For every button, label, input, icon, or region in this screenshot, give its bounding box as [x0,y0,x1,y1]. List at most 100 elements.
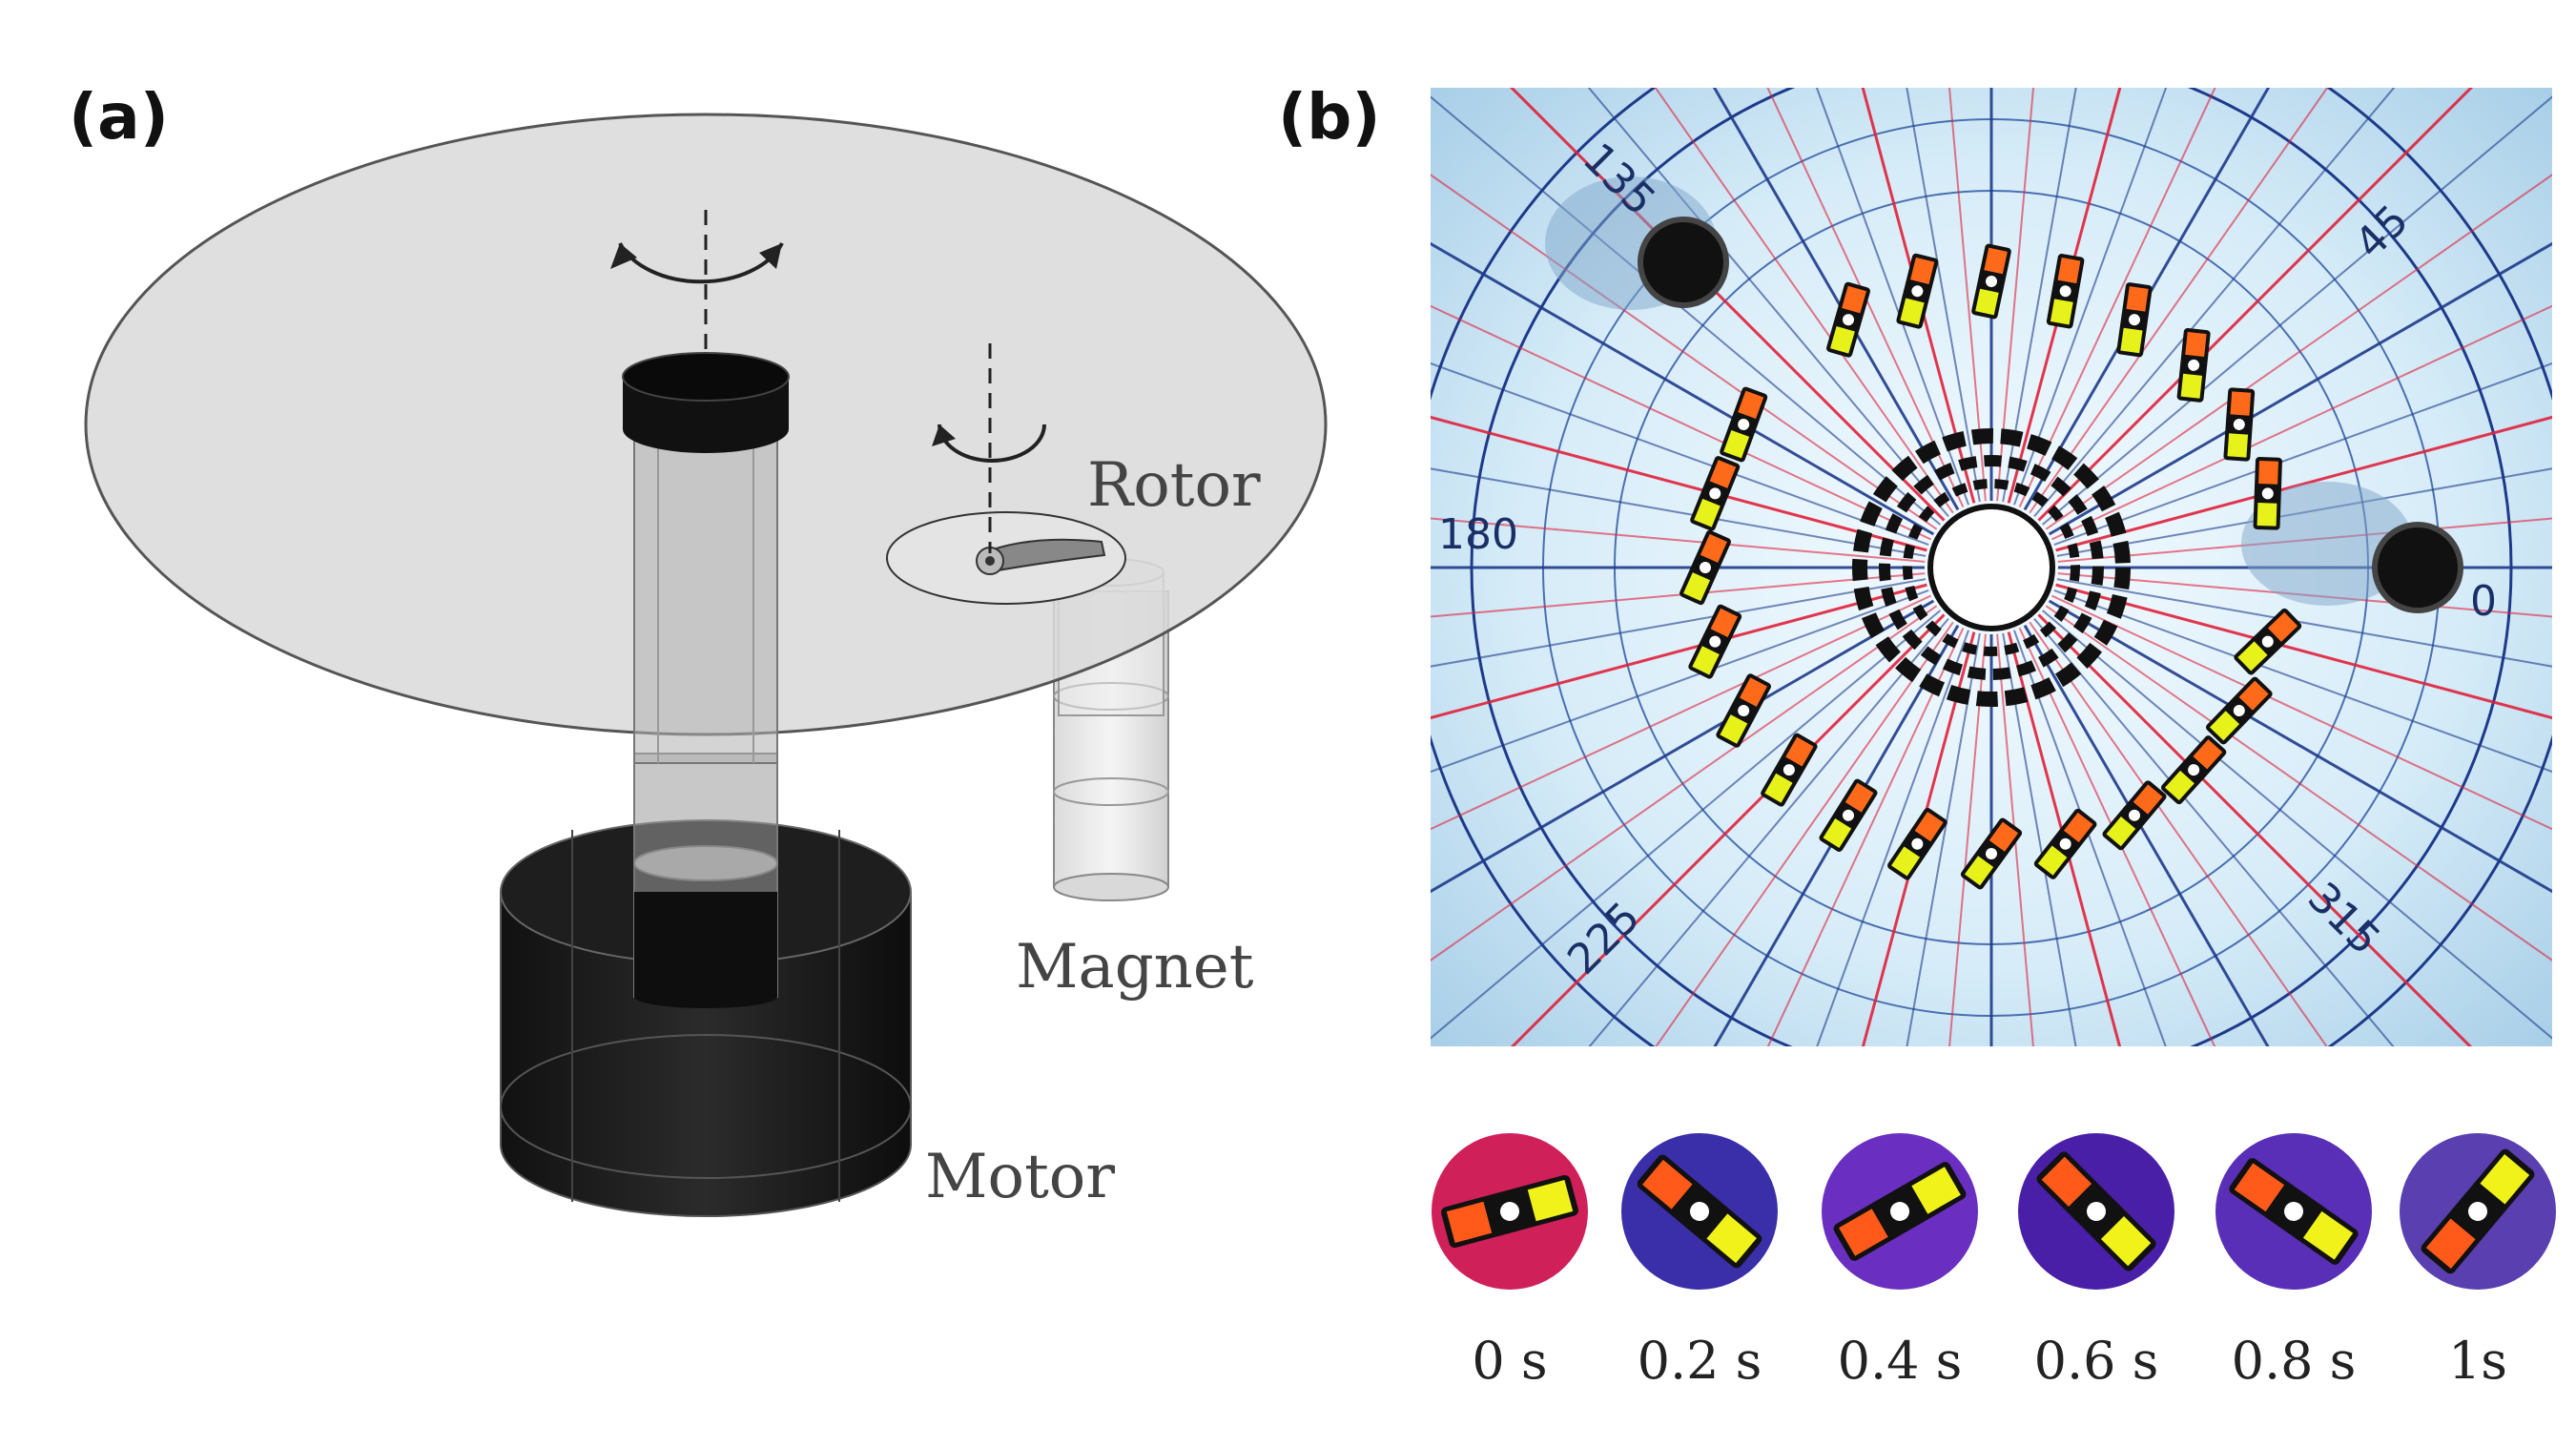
snapshot-frame [1621,1133,1778,1290]
radial-line [1431,610,1942,1040]
radial-line [2007,631,2122,1046]
radial-line [2048,599,2552,894]
radial-line [1431,517,1926,563]
radial-line [1654,88,1954,514]
radial-line [2013,88,2168,506]
radial-line [1431,594,1931,831]
snapshot-frame [2018,1133,2174,1290]
rotor-marker [2033,808,2097,879]
radial-line [2045,605,2552,961]
radial-line [2018,628,2216,1046]
snapshot-frame [2215,1133,2372,1290]
radial-line [2041,95,2552,526]
radial-line [1431,605,1938,961]
radial-line [1431,583,1927,720]
rotor-marker [2253,457,2282,530]
rotor-marker [1688,604,1742,679]
radial-line [1712,88,1960,511]
radial-line [2051,304,2552,541]
radial-line [1431,578,1927,668]
radial-line [2029,88,2329,514]
motor-label: Motor [925,1142,1115,1212]
apparatus-diagram: Rotor Magnet Motor [84,113,1328,1217]
rotor-label: Rotor [1087,450,1261,521]
radial-line [1431,241,1935,536]
shaft-upper [622,352,790,764]
rotor-marker [2223,387,2256,462]
radial-line [1655,621,1954,1046]
radial-line [1431,572,1926,618]
radial-line [1431,589,1929,774]
rotor-marker [2160,735,2227,805]
radial-line [1510,613,1946,1046]
time-label-5: 1s [2448,1331,2507,1391]
radial-line [1861,88,1976,504]
radial-line [2056,467,2552,557]
radial-line [2051,594,2552,831]
radial-line [2002,632,2077,1046]
radial-line [1431,599,1935,894]
rotor-marker [1716,673,1771,748]
radial-line [2057,572,2552,618]
radial-line [1861,631,1976,1046]
snapshot-frame [1822,1133,1978,1290]
angle-0-label: 0 [2470,577,2497,626]
rotor-rotation-arrow [932,343,1046,553]
rotor-marker [1690,456,1741,531]
rotor-marker [2116,282,2153,358]
radial-line [1948,633,1987,1046]
radial-line [2002,88,2077,503]
radial-line [2023,88,2271,511]
rotor [886,511,1126,605]
radial-line [2053,589,2552,774]
radial-line [2033,88,2396,518]
radial-line [2037,613,2473,1046]
radial-line [1996,88,2035,502]
shaft-rotation-arrow [610,210,784,353]
radial-line [2056,578,2552,668]
radial-line [2013,630,2167,1046]
magnet-label: Magnet [1016,932,1254,1003]
pin-top-left [1638,217,1729,308]
radial-line [2033,617,2395,1046]
time-label-0: 0 s [1472,1331,1547,1391]
rotor-marker [1761,733,1818,807]
radial-line [2037,88,2474,522]
time-label-4: 0.8 s [2232,1331,2357,1391]
rotor-marker [2205,676,2273,745]
radial-line [1431,362,1929,546]
rotor-marker [1896,253,1939,329]
radial-line [1588,617,1949,1046]
radial-line [2055,583,2552,720]
panel-b-label: (b) [1278,80,1381,154]
angle-180-label: 180 [1438,510,1518,559]
radial-line [1906,632,1981,1046]
pin-right [2372,522,2463,613]
rotor-marker [1720,386,1768,463]
time-label-2: 0.4 s [1838,1331,1963,1391]
radial-line [1947,88,1987,502]
radial-line [1431,467,1927,557]
radial-line [2053,362,2552,546]
radial-line [2041,610,2552,1040]
radial-line [1431,415,1927,552]
radial-line [1906,88,1981,503]
radial-line [2007,88,2122,504]
top-view-photo: 135 45 180 0 225 315 [1431,88,2552,1046]
time-label-1: 0.2 s [1638,1331,1762,1391]
rotor-marker [2176,328,2211,403]
radial-line [2018,88,2216,507]
rotor-marker [1887,807,1947,880]
rotor-marker [1971,243,2011,320]
shaft-lower [633,753,778,1008]
rotor-marker [1680,529,1731,606]
radial-line [2057,517,2552,563]
time-lapse-snapshots [1432,1133,2556,1290]
radial-line [1815,88,1969,506]
protractor-overlay [1431,88,2552,1046]
time-label-3: 0.6 s [2034,1331,2159,1391]
radial-line [2045,174,2552,530]
panel-a-label: (a) [69,80,169,154]
radial-line [1713,624,1960,1046]
